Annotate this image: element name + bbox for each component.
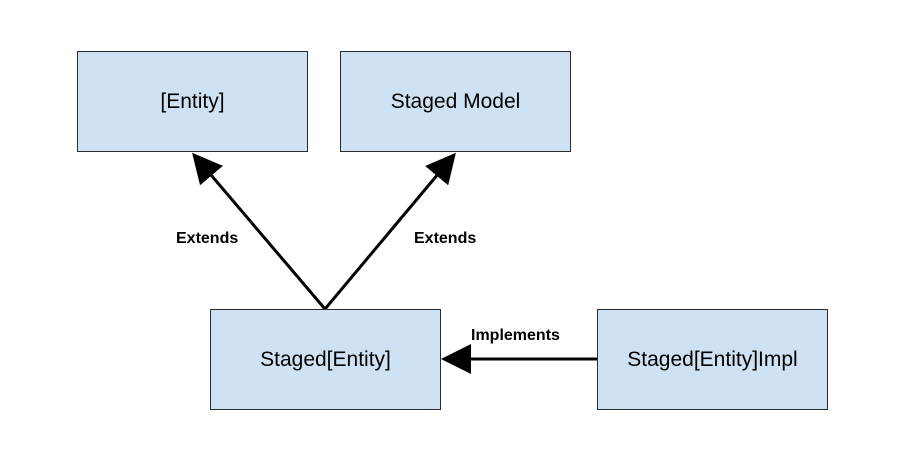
staged-entity-impl-node-label: Staged[Entity]Impl [627,347,798,371]
entity-node-label: [Entity] [160,89,225,113]
extends-edge-to-entity [192,152,327,310]
staged-model-node: Staged Model [340,51,571,152]
extends-label-right: Extends [414,230,477,247]
staged-entity-node: Staged[Entity] [210,309,441,410]
extends-edge-to-staged-model [323,152,456,310]
entity-node: [Entity] [77,51,308,152]
staged-entity-node-label: Staged[Entity] [260,347,391,371]
staged-model-node-label: Staged Model [390,89,521,113]
staged-entity-impl-node: Staged[Entity]Impl [597,309,828,410]
implements-label: Implements [471,327,560,344]
extends-label-left: Extends [176,230,239,247]
